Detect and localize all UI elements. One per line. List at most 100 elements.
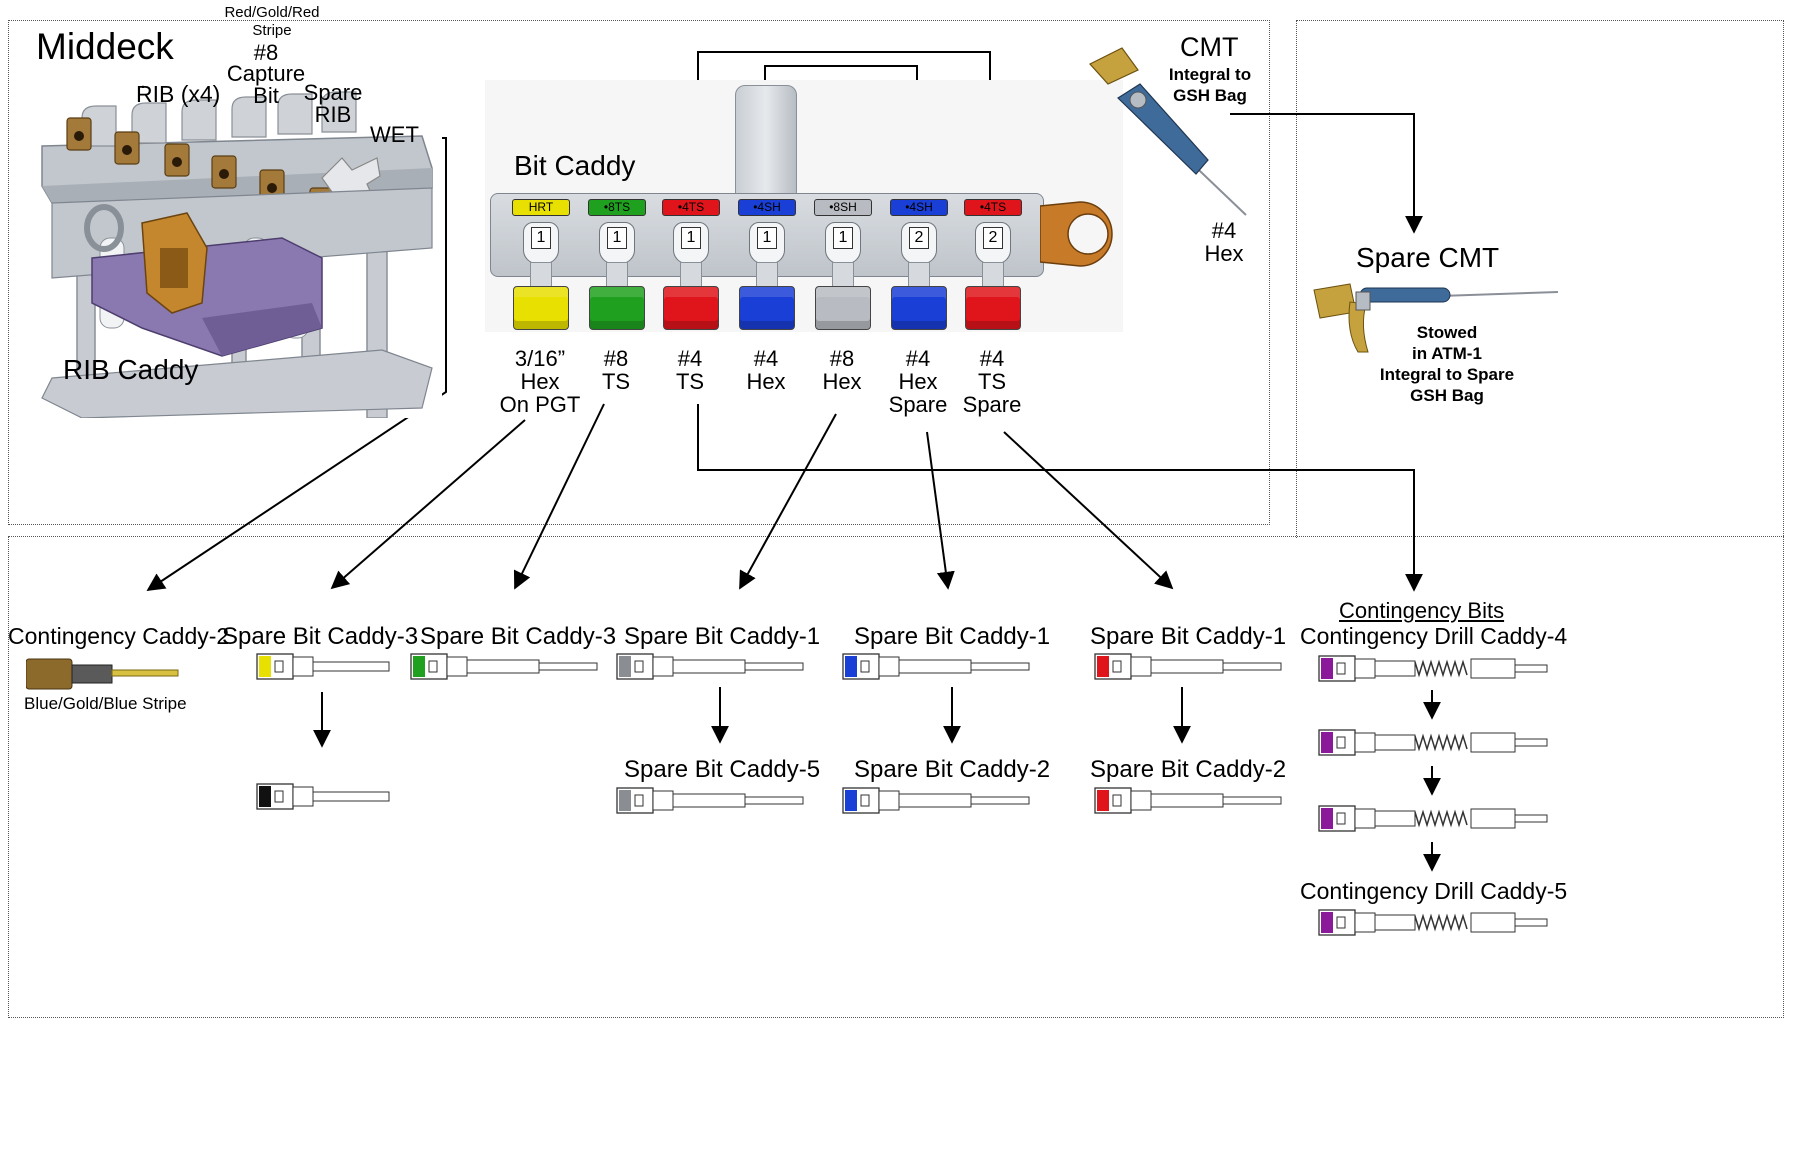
bit-caddy-slot-cap	[965, 286, 1021, 330]
bottom-col3-bottom-label: Spare Bit Caddy-5	[624, 756, 821, 783]
spare-cmt-note-4: GSH Bag	[1410, 386, 1484, 405]
spare-cmt-illustration	[1313, 283, 1559, 353]
bit-caddy-slot-stem	[982, 262, 1004, 288]
spare-bit	[616, 653, 804, 680]
cmt-hex-label-2: Hex	[1204, 241, 1244, 266]
contingency-drill-bit	[1318, 729, 1548, 756]
bit-caddy-slot-label: Hex	[898, 369, 938, 394]
bit-caddy-slot-tag: •4SH	[738, 199, 796, 216]
bit-caddy-slot-tag: •4SH	[890, 199, 948, 216]
contingency-drill-caddy-5-label: Contingency Drill Caddy-5	[1300, 878, 1568, 904]
bit-caddy-slot-label: TS	[675, 369, 705, 394]
bit-caddy-slot-number: 1	[531, 227, 551, 249]
contingency-drill-bit	[1318, 655, 1548, 682]
capture-bit-label-3: Bit	[253, 83, 279, 108]
bit-caddy-slot-label: Spare	[962, 392, 1022, 417]
capture-bit-label-2: Capture	[226, 61, 306, 86]
bit-caddy-slot-cap	[891, 286, 947, 330]
bit-caddy-slot-stem	[680, 262, 702, 288]
contingency-bits-heading: Contingency Bits	[1339, 598, 1505, 623]
stripe-label-line2: Stripe	[252, 22, 292, 39]
bottom-col2-top-label: Spare Bit Caddy-3	[420, 623, 617, 650]
bottom-col4-bottom-label: Spare Bit Caddy-2	[854, 756, 1051, 783]
rib-count-label: RIB (x4)	[136, 81, 221, 107]
spare-cmt-note-2: in ATM-1	[1412, 344, 1482, 363]
bit-caddy-slot-tag: •4TS	[964, 199, 1022, 216]
stripe-label-line1: Red/Gold/Red	[224, 4, 320, 21]
bottom-col1-top-label: Spare Bit Caddy-3	[222, 623, 419, 650]
contingency-caddy-2-label: Contingency Caddy-2	[8, 623, 230, 649]
bit-caddy-slot-cap	[663, 286, 719, 330]
bit-caddy-slot-label: TS	[977, 369, 1007, 394]
rib-caddy-label: RIB Caddy	[63, 354, 199, 385]
spare-bit	[1094, 653, 1282, 680]
bit-caddy-slot-label: Hex	[520, 369, 560, 394]
bit-caddy-slot-stem	[908, 262, 930, 288]
spare-cmt-title: Spare CMT	[1356, 242, 1500, 273]
cmt-note-2: GSH Bag	[1173, 86, 1247, 105]
capture-bit-label-1: #8	[253, 40, 279, 65]
bottom-col4-top-label: Spare Bit Caddy-1	[854, 623, 1051, 650]
bit-caddy-slot-label: TS	[601, 369, 631, 394]
spare-rib-label-1: Spare	[303, 80, 363, 105]
spare-cmt-note-3: Integral to Spare	[1379, 365, 1515, 384]
cmt-frame	[1296, 20, 1784, 538]
rib-caddy-illustration	[22, 88, 442, 418]
bottom-col3-top-label: Spare Bit Caddy-1	[624, 623, 821, 650]
bit-caddy-slot-number: 1	[607, 227, 627, 249]
bottom-frame	[8, 536, 1784, 1018]
bit-caddy-slot-label: Hex	[746, 369, 786, 394]
contingency-drill-bit	[1318, 805, 1548, 832]
spare-rib-label-2: RIB	[314, 102, 352, 127]
bit-caddy-slot-stem	[832, 262, 854, 288]
bit-caddy-slot-label: Spare	[888, 392, 948, 417]
spare-bit	[410, 653, 598, 680]
bit-caddy-title: Bit Caddy	[514, 150, 636, 181]
cmt-title: CMT	[1180, 32, 1239, 62]
middeck-title: Middeck	[36, 26, 174, 67]
bottom-col5-bottom-label: Spare Bit Caddy-2	[1090, 756, 1287, 783]
bit-caddy-slot-number: 1	[681, 227, 701, 249]
bit-caddy-slot-stem	[756, 262, 778, 288]
bit-caddy-slot-tag: HRT	[512, 199, 570, 216]
spare-bit	[256, 783, 390, 810]
bit-caddy-slot-label: Hex	[822, 369, 862, 394]
bit-caddy-slot-label: On PGT	[499, 392, 581, 417]
bit-caddy-slot-number: 2	[909, 227, 929, 249]
bit-caddy-slot-cap	[589, 286, 645, 330]
cmt-note-1: Integral to	[1168, 65, 1252, 84]
cmt-hex-label-1: #4	[1211, 218, 1237, 243]
spare-bit	[616, 787, 804, 814]
middeck-frame	[8, 20, 1270, 525]
cmt-illustration	[1089, 47, 1247, 216]
bit-caddy-tether-ring	[1040, 201, 1113, 267]
spare-bit	[256, 653, 390, 680]
spare-bit	[842, 787, 1030, 814]
contingency-caddy-2-bit	[26, 658, 179, 690]
bottom-col5-top-label: Spare Bit Caddy-1	[1090, 623, 1287, 650]
contingency-caddy-2-stripe: Blue/Gold/Blue Stripe	[24, 694, 187, 713]
bit-caddy-slot-number: 1	[833, 227, 853, 249]
wet-label: WET	[370, 122, 419, 147]
bit-caddy-slot-label: #4	[677, 346, 703, 371]
contingency-drill-bit	[1318, 909, 1548, 936]
bit-caddy-slot-label: #8	[829, 346, 855, 371]
bit-caddy-slot-tag: •4TS	[662, 199, 720, 216]
bit-caddy-slot-cap	[513, 286, 569, 330]
spare-bit	[842, 653, 1030, 680]
bit-caddy-slot-cap	[815, 286, 871, 330]
spare-bit	[1094, 787, 1282, 814]
bit-caddy-slot-label: #4	[979, 346, 1005, 371]
bit-caddy-slot-label: #8	[603, 346, 629, 371]
bit-caddy-slot-tag: •8SH	[814, 199, 872, 216]
bit-caddy-slot-label: #4	[753, 346, 779, 371]
bit-caddy-slot-label: #4	[905, 346, 931, 371]
spare-cmt-note-1: Stowed	[1416, 323, 1478, 342]
bit-caddy-slot-label: 3/16”	[514, 346, 566, 371]
bit-caddy-slot-number: 2	[983, 227, 1003, 249]
bit-caddy-slot-tag: •8TS	[588, 199, 646, 216]
bit-caddy-slot-cap	[739, 286, 795, 330]
bit-caddy-handle	[735, 85, 797, 199]
bit-caddy-slot-number: 1	[757, 227, 777, 249]
bit-caddy-slot-stem	[530, 262, 552, 288]
